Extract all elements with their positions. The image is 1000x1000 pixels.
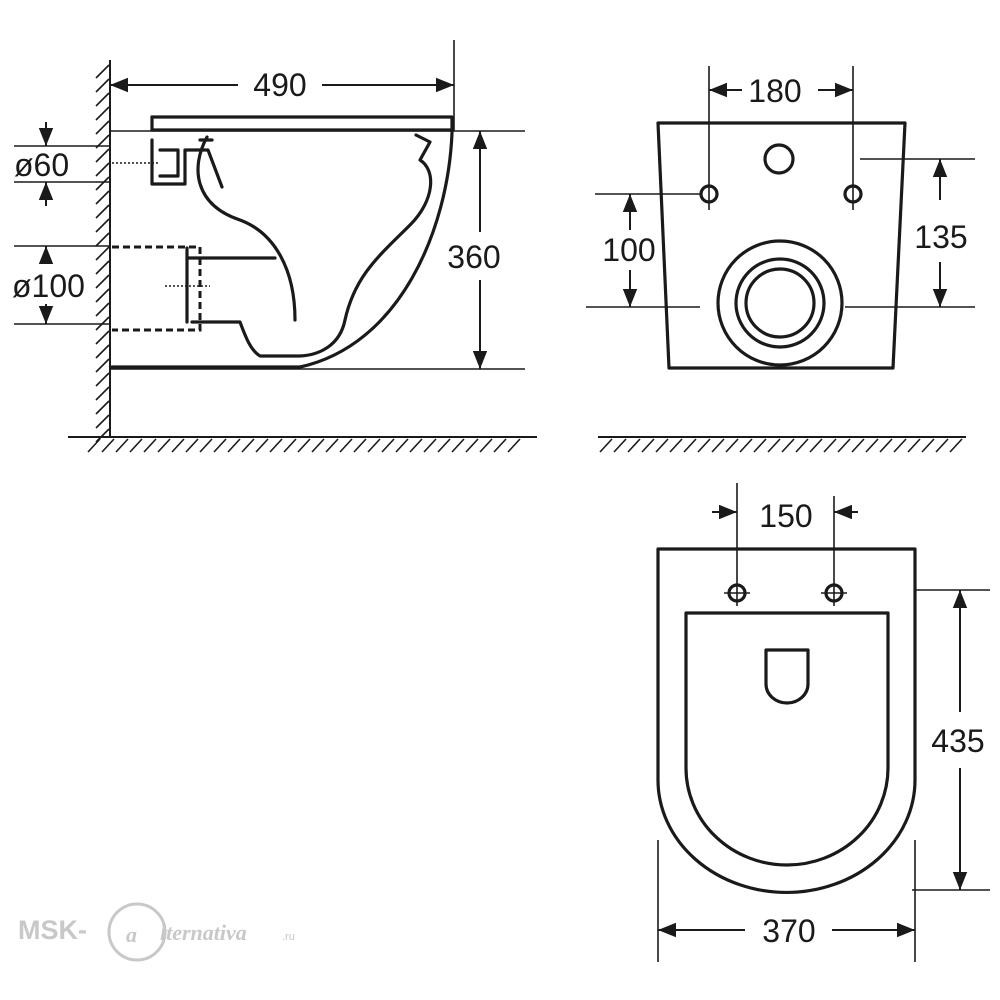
- dim-bolt-height-label: 100: [602, 232, 655, 268]
- outlet-pipe: [112, 245, 202, 332]
- toilet-top-outline: [656, 547, 917, 894]
- toilet-side-outline: [110, 115, 454, 369]
- dim-length-label: 490: [253, 67, 306, 103]
- outlet-ring-outer: [716, 239, 844, 367]
- rear-view: 180 100 135: [586, 66, 975, 453]
- watermark-tld: .ru: [282, 931, 295, 943]
- dim-inlet-diameter-label: ø60: [14, 147, 69, 183]
- side-view: 490 360 ø60 ø100: [12, 40, 537, 453]
- dim-depth-label: 435: [931, 723, 984, 759]
- outlet-ring-inner: [744, 267, 816, 339]
- watermark-brand: MSK-: [18, 915, 87, 945]
- dim-bolt-spacing-label: 180: [748, 73, 801, 109]
- dim-width-label: 370: [762, 913, 815, 949]
- rim-slot: [764, 648, 810, 705]
- watermark: MSK- a lternativa .ru: [18, 902, 295, 962]
- toilet-bowl-trapway: [190, 133, 433, 358]
- seat-hole-left: [724, 580, 750, 606]
- wall-hatch: [95, 64, 110, 443]
- dim-seat-holes-label: 150: [759, 498, 812, 534]
- outlet-ring-mid: [734, 257, 826, 349]
- watermark-logo-ring: [107, 902, 167, 962]
- toilet-rear-outline: [656, 121, 907, 370]
- rear-floor-hatch: [599, 438, 963, 453]
- water-inlet: [150, 138, 224, 189]
- dim-outlet-height-label: 135: [914, 219, 967, 255]
- watermark-logo-letter: a: [126, 922, 137, 947]
- top-view: 150 435 370: [656, 483, 990, 962]
- toilet-bowl-inner: [196, 135, 297, 322]
- watermark-name: lternativa: [160, 920, 247, 945]
- seat-hole-right: [821, 580, 847, 606]
- dim-outlet-diameter-label: ø100: [12, 268, 85, 304]
- dim-height-label: 360: [447, 239, 500, 275]
- floor-hatch: [87, 438, 521, 453]
- water-inlet-hole: [763, 143, 795, 175]
- seat-opening-outline: [684, 611, 890, 867]
